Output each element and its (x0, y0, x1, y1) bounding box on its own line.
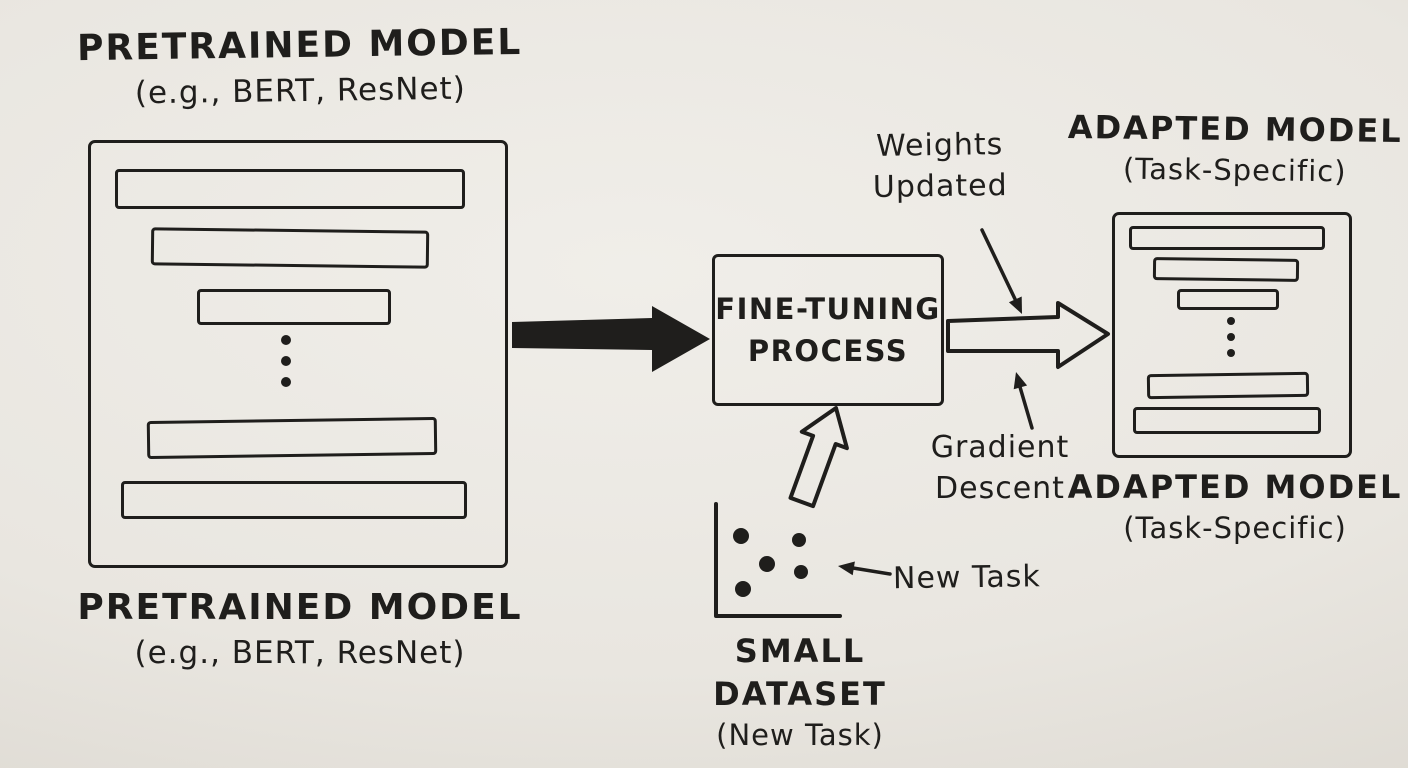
adapted-caption-subtitle: (Task-Specific) (1123, 511, 1347, 546)
fine-tuning-label-line1: FINE-TUNING (715, 291, 941, 326)
new-task-pointer-arrow (838, 561, 892, 576)
model-layer-bar (1152, 257, 1300, 282)
weights-updated-label: Weights Updated (829, 124, 1050, 208)
adapted-model-box (1112, 212, 1352, 458)
data-point (733, 528, 749, 544)
flow-arrow-dataset-to-finetuning (788, 406, 849, 509)
data-point (759, 556, 775, 572)
data-point (792, 533, 806, 547)
data-point (735, 581, 751, 597)
vertical-ellipsis-icon (281, 335, 291, 387)
pretrained-heading-subtitle: (e.g., BERT, ResNet) (134, 70, 467, 111)
gradient-descent-pointer-arrow (1013, 372, 1034, 430)
model-layer-bar (1177, 289, 1279, 310)
adapted-caption: ADAPTED MODEL (Task-Specific) (1065, 466, 1405, 548)
model-layer-bar (1129, 226, 1325, 250)
dataset-points (733, 528, 808, 597)
adapted-heading: ADAPTED MODEL (Task-Specific) (1065, 106, 1406, 192)
data-point (794, 565, 808, 579)
gradient-descent-label: Gradient Descent (890, 428, 1110, 509)
fine-tuning-box: FINE-TUNING PROCESS (712, 254, 944, 406)
model-layer-bar (150, 227, 430, 269)
weights-updated-pointer-arrow (980, 228, 1022, 314)
model-layer-bar (1146, 371, 1310, 400)
small-dataset-subtitle: (New Task) (716, 718, 884, 753)
scatter-axes (714, 502, 842, 618)
flow-arrow-pretrained-to-finetuning (512, 306, 710, 372)
adapted-heading-title: ADAPTED MODEL (1067, 107, 1403, 151)
gradient-descent-line2: Descent (935, 470, 1065, 506)
small-dataset-title: SMALL DATASET (713, 632, 887, 714)
weights-updated-line1: Weights (875, 127, 1004, 164)
weights-updated-line2: Updated (872, 167, 1008, 205)
pretrained-heading: PRETRAINED MODEL (e.g., BERT, ResNet) (59, 19, 540, 116)
model-layer-bar (121, 481, 467, 519)
pretrained-heading-title: PRETRAINED MODEL (76, 21, 523, 70)
new-task-text: New Task (892, 559, 1041, 597)
adapted-caption-title: ADAPTED MODEL (1067, 468, 1403, 506)
model-layer-bar (197, 289, 391, 325)
small-dataset-caption: SMALL DATASET (New Task) (650, 630, 950, 756)
flow-arrow-finetuning-to-adapted (946, 301, 1110, 369)
model-layer-bar (115, 169, 465, 209)
adapted-heading-subtitle: (Task-Specific) (1122, 151, 1347, 189)
fine-tuning-label-line2: PROCESS (747, 334, 909, 368)
model-layer-bar (1133, 407, 1321, 434)
new-task-label: New Task (893, 557, 1074, 600)
gradient-descent-line1: Gradient (930, 430, 1070, 465)
pretrained-caption: PRETRAINED MODEL (e.g., BERT, ResNet) (60, 584, 540, 674)
pretrained-model-box (88, 140, 508, 568)
vertical-ellipsis-icon (1227, 317, 1235, 357)
pretrained-caption-title: PRETRAINED MODEL (77, 587, 523, 628)
pretrained-caption-subtitle: (e.g., BERT, ResNet) (134, 634, 466, 671)
model-layer-bar (146, 416, 438, 460)
